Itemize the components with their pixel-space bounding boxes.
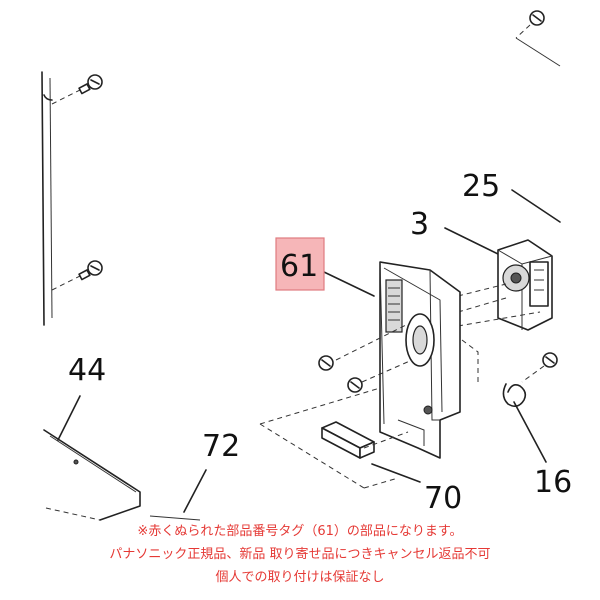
bracket-part-61 — [379, 261, 461, 459]
screw-bracket-lower — [347, 359, 413, 393]
screw-right — [521, 352, 558, 383]
notice-caption: ※赤くぬられた部品番号タグ（61）の部品になります。 パナソニック正規品、新品 … — [0, 520, 600, 589]
part-label-16: 16 — [534, 465, 572, 500]
part-label-3: 3 — [410, 207, 429, 242]
notice-line-2: パナソニック正規品、新品 取り寄せ品につきキャンセル返品不可 — [109, 547, 491, 562]
part-label-70: 70 — [424, 481, 462, 516]
screw-top-right — [515, 10, 561, 67]
part-label-72: 72 — [202, 429, 240, 464]
notice-line-3: 個人での取り付けは保証なし — [215, 570, 385, 585]
clip-part-16 — [502, 383, 547, 463]
screw-bracket-upper — [318, 323, 409, 371]
part-tag-61: 61 — [275, 237, 325, 291]
screw-left-lower — [51, 260, 103, 291]
screw-left-upper — [51, 74, 103, 105]
motor-part-3 — [497, 239, 553, 331]
part-label-44: 44 — [68, 353, 106, 388]
part-label-61: 61 — [280, 249, 318, 284]
notice-line-1: ※赤くぬられた部品番号タグ（61）の部品になります。 — [137, 524, 463, 539]
block-part-70 — [321, 421, 375, 459]
left-panel — [41, 71, 53, 326]
part-label-25: 25 — [462, 169, 500, 204]
panel-part-44 — [43, 429, 141, 521]
